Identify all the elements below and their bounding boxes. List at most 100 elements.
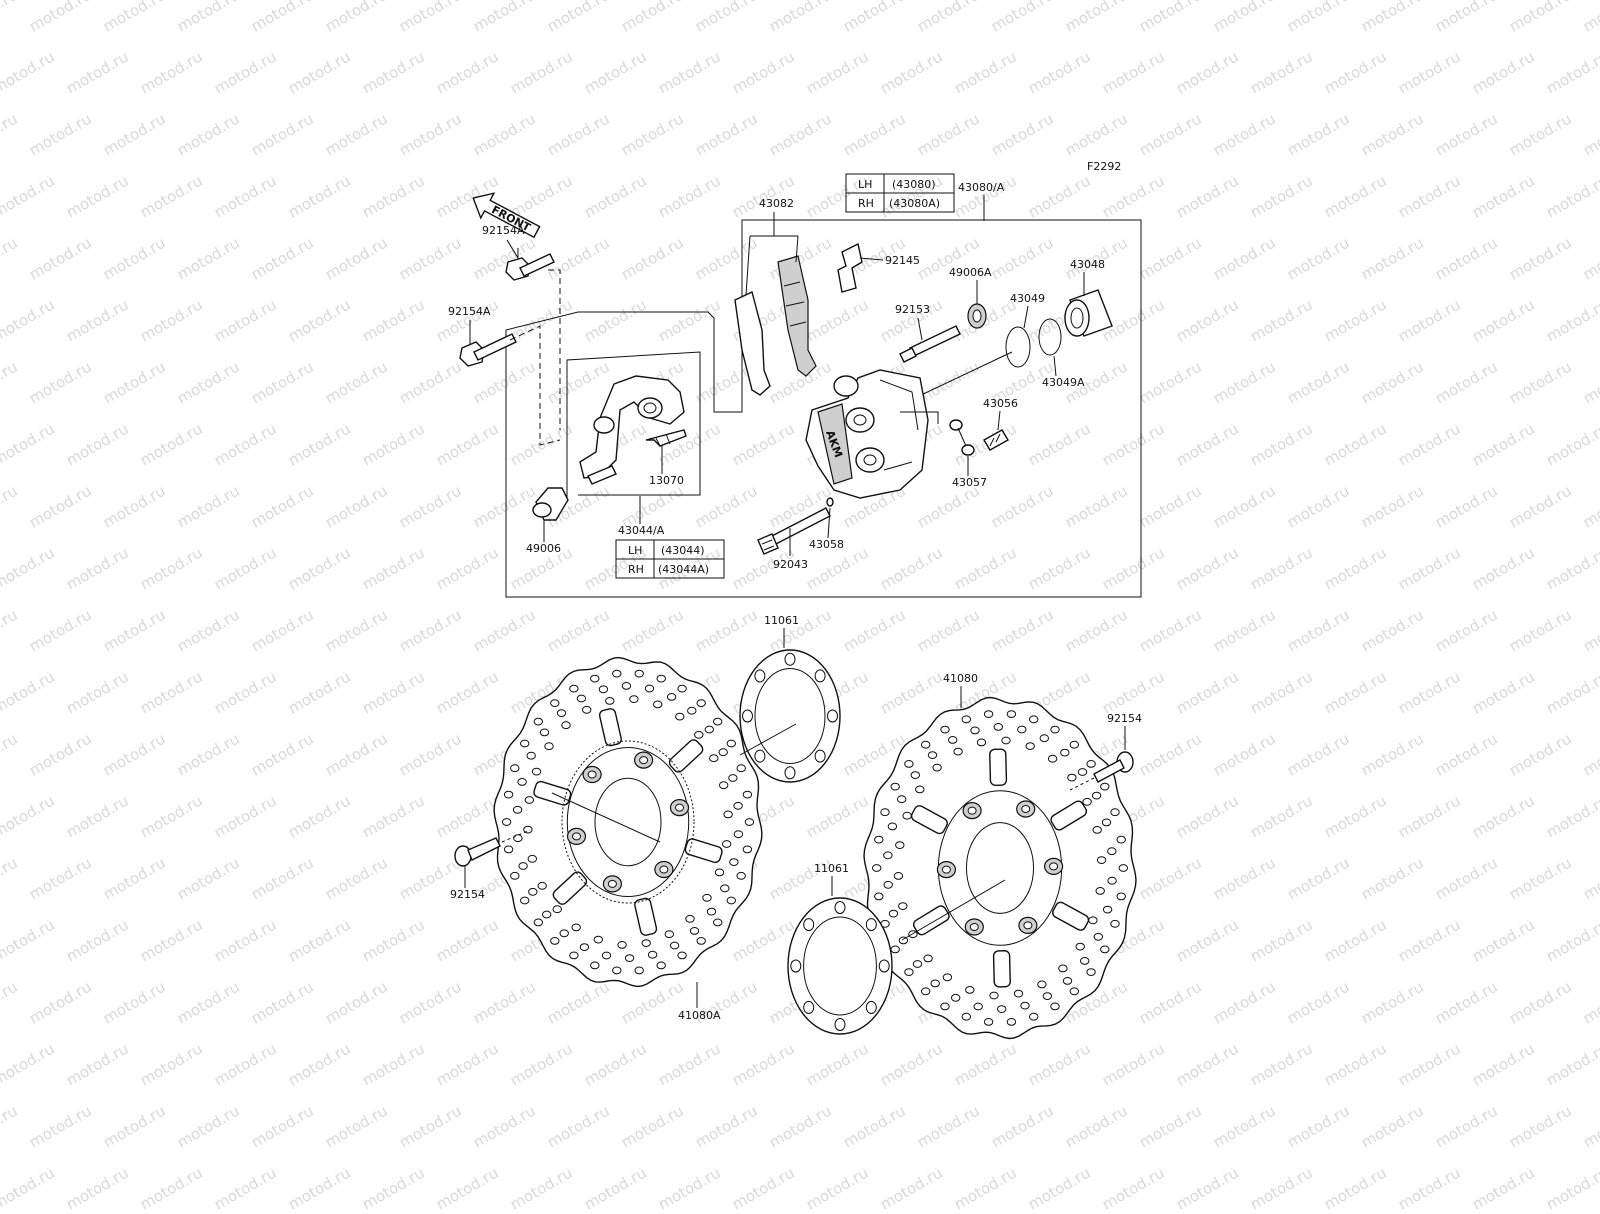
disc-vent-hole	[1080, 957, 1090, 965]
disc-vent-hole	[1039, 734, 1050, 743]
disc-vent-hole	[1006, 1018, 1017, 1026]
disc-vent-hole	[612, 966, 622, 975]
disc-vent-hole	[714, 868, 725, 877]
disc-rivet-hole	[572, 832, 581, 841]
disc-vent-hole	[605, 697, 615, 705]
disc-vent-hole	[718, 748, 728, 757]
disc-vent-hole	[677, 684, 687, 693]
disc-vent-hole	[1013, 989, 1024, 998]
caliper-assembly-frame	[505, 219, 1142, 598]
disc-vent-hole	[1107, 876, 1117, 885]
disc-vent-hole	[898, 902, 908, 910]
disc-vent-hole	[510, 871, 520, 880]
disc-rivet-hole	[639, 756, 649, 765]
disc-vent-hole	[685, 914, 695, 923]
brake-pads-43082	[734, 255, 817, 396]
disc-vent-hole	[644, 684, 655, 693]
disc-vent-hole	[927, 751, 938, 759]
disc-vent-hole	[1062, 977, 1073, 985]
disc-vent-hole	[561, 721, 571, 730]
disc-vent-hole	[898, 936, 909, 945]
caliper-table-side-lh: LH	[858, 178, 872, 191]
shim-bolt-hole	[865, 1000, 877, 1014]
disc-vent-hole	[902, 811, 912, 820]
disc-carrier-ring	[566, 746, 690, 898]
disc-vent-hole	[544, 742, 554, 751]
disc-vent-hole	[961, 715, 971, 724]
disc-vent-hole	[664, 930, 674, 939]
disc-vent-hole	[571, 923, 581, 932]
disc-vent-hole	[726, 896, 736, 905]
shim-bolt-hole	[754, 749, 766, 763]
bolt-92154A-mid	[459, 333, 517, 367]
disc-vent-hole	[1069, 987, 1080, 996]
disc-vent-hole	[520, 896, 530, 905]
disc-vent-hole	[1050, 1002, 1060, 1011]
disc-vent-hole	[1047, 754, 1058, 763]
disc-vent-hole	[687, 706, 697, 715]
disc-vent-hole	[1001, 736, 1011, 745]
disc-vent-hole	[629, 695, 639, 703]
shim-bolt-hole	[865, 918, 877, 932]
disc-vent-hole	[976, 738, 987, 747]
disc-vent-hole	[893, 872, 904, 880]
disc-vent-hole	[634, 669, 644, 678]
disc-vent-hole	[526, 751, 536, 760]
shim-bolt-hole	[784, 652, 796, 666]
callout-11061-top: 11061	[764, 614, 799, 627]
disc-rivet-hole	[969, 923, 979, 931]
callout-43082: 43082	[759, 197, 794, 210]
disc-vent-hole	[736, 764, 746, 773]
slide-pin-92043	[757, 507, 831, 555]
callout-43080A: 43080/A	[958, 181, 1005, 194]
disc-shim-11061-bottom	[787, 897, 893, 1035]
disc-vent-hole	[887, 822, 898, 831]
disc-vent-hole	[953, 747, 963, 756]
disc-vent-hole	[647, 950, 658, 959]
disc-carrier-slot	[1050, 800, 1088, 831]
disc-vent-hole	[973, 1002, 983, 1011]
disc-carrier-slot	[552, 871, 588, 905]
disc-vent-hole	[1037, 980, 1047, 989]
oring-43058	[826, 497, 834, 507]
disc-vent-hole	[539, 728, 550, 737]
disc-vent-hole	[1029, 1012, 1039, 1021]
disc-vent-hole	[653, 700, 663, 709]
disc-bolt-92154-left	[454, 829, 531, 867]
disc-vent-hole	[915, 785, 925, 794]
disc-vent-hole	[890, 782, 900, 791]
disc-vent-hole	[719, 781, 729, 790]
disc-vent-hole	[888, 909, 899, 918]
disc-vent-hole	[556, 709, 567, 717]
shim-bolt-hole	[754, 669, 766, 683]
shim-bolt-hole	[814, 749, 826, 763]
disc-vent-hole	[744, 818, 755, 826]
disc-vent-hole	[524, 796, 534, 804]
disc-vent-hole	[503, 845, 514, 854]
disc-rivet-hole	[607, 879, 617, 888]
disc-vent-hole	[593, 935, 603, 944]
disc-vent-hole	[1101, 818, 1112, 827]
disc-vent-hole	[702, 893, 712, 902]
disc-vent-hole	[503, 790, 514, 799]
disc-vent-hole	[1095, 887, 1105, 895]
caliper-side-table: LH (43080) RH (43080A)	[845, 173, 955, 213]
shim-inner	[754, 667, 826, 765]
disc-vent-hole	[656, 961, 666, 970]
disc-vent-hole	[989, 991, 999, 1000]
disc-vent-hole	[634, 966, 644, 975]
disc-vent-hole	[537, 881, 547, 890]
shim-bolt-hole	[878, 959, 890, 973]
shim-bolt-hole	[814, 669, 826, 683]
disc-vent-hole	[1086, 968, 1096, 976]
disc-vent-hole	[948, 736, 958, 744]
disc-rivet-hole	[967, 806, 977, 815]
disc-vent-hole	[569, 951, 579, 960]
disc-vent-hole	[961, 1012, 971, 1021]
callout-92154A-mid: 92154A	[448, 305, 491, 318]
disc-vent-hole	[1116, 835, 1126, 844]
holder-table-side-lh: LH	[628, 544, 642, 557]
disc-vent-hole	[1058, 964, 1068, 973]
disc-vent-hole	[696, 937, 706, 945]
